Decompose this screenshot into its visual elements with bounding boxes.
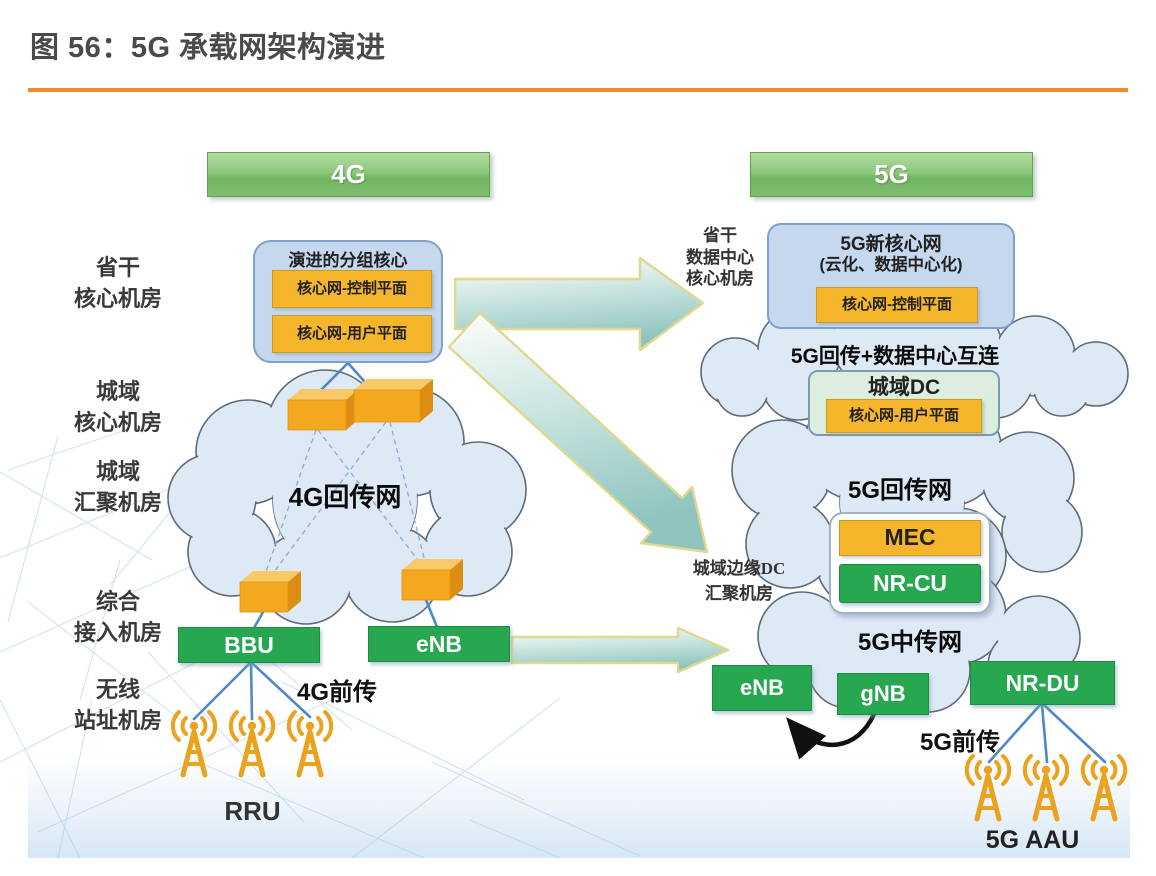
cloud-label-5g-midhaul: 5G中传网 [857,629,962,656]
cloud-label-5g-backhaul: 5G回传网 [847,477,952,504]
row-label-line: 综合 [95,589,140,614]
header-bar-4g: 4G [207,152,490,197]
nr-du-box: NR-DU [970,661,1115,705]
router-icon [353,379,433,423]
bbu-box: BBU [178,627,320,663]
new-core-control-plane-box: 核心网-控制平面 [816,287,978,323]
router-icons [239,379,463,613]
title-underline [28,88,1128,92]
label-line: 核心机房 [686,269,754,288]
row-label-provincial-core: 省干 核心机房 [33,252,203,314]
epc-control-plane-box: 核心网-控制平面 [272,270,432,308]
row-label-line: 汇聚机房 [73,490,162,515]
row-label-integrated-access: 综合 接入机房 [33,586,203,648]
router-icon [401,559,463,601]
metro-dc-user-plane-box: 核心网-用户平面 [826,399,982,433]
header-bar-5g: 5G [750,152,1033,197]
figure-title: 图 56：5G 承载网架构演进 [30,32,386,64]
label-rru: RRU [224,796,281,826]
gnb-to-enb-arrow [786,711,877,760]
enb-box-5g: eNB [712,665,812,711]
row-label-line: 核心机房 [73,286,162,311]
label-4g-fronthaul: 4G前传 [296,679,377,706]
gnb-box: gNB [837,673,929,715]
row-label-line: 城域 [95,459,140,484]
row-label-metro-core: 城域 核心机房 [33,376,203,438]
label-5g-fronthaul: 5G前传 [919,729,1000,756]
router-icon [287,389,359,431]
label-edge-dc-site: 城域边缘DC 汇聚机房 [660,556,818,606]
row-label-line: 站址机房 [73,708,162,733]
new-core-subtitle: (云化、数据中心化) [819,256,963,274]
metro-dc-title: 城域DC [867,376,941,399]
label-line: 汇聚机房 [705,584,773,603]
row-label-metro-aggregation: 城域 汇聚机房 [33,456,203,518]
label-5g-aau: 5G AAU [985,826,1080,854]
row-label-line: 城域 [95,379,140,404]
bottom-wash [28,752,1130,858]
new-core-title: 5G新核心网 [840,234,942,255]
row-label-wireless-site: 无线 站址机房 [33,674,203,736]
nr-cu-box: NR-CU [839,564,981,603]
enb-box-4g: eNB [368,626,510,662]
row-label-line: 省干 [95,255,140,280]
label-provincial-dc-site: 省干 数据中心 核心机房 [662,225,778,290]
evolution-arrow-diagonal [447,311,709,554]
label-line: 省干 [703,226,737,245]
label-line: 数据中心 [686,247,754,267]
blue-connectors [192,361,1107,764]
mec-box: MEC [839,520,981,556]
evolution-arrow-access [510,626,730,674]
cloud-label-4g-backhaul: 4G回传网 [288,482,402,512]
row-label-line: 接入机房 [73,620,162,645]
cloud-label-5g-dci: 5G回传+数据中心互连 [790,345,1000,368]
router-icon [239,571,301,613]
epc-user-plane-box: 核心网-用户平面 [272,315,432,353]
epc-title: 演进的分组核心 [288,251,408,270]
row-label-line: 无线 [95,677,140,702]
row-label-line: 核心机房 [73,410,162,435]
label-line: 城域边缘DC [692,559,786,578]
evolution-arrows [447,256,730,674]
